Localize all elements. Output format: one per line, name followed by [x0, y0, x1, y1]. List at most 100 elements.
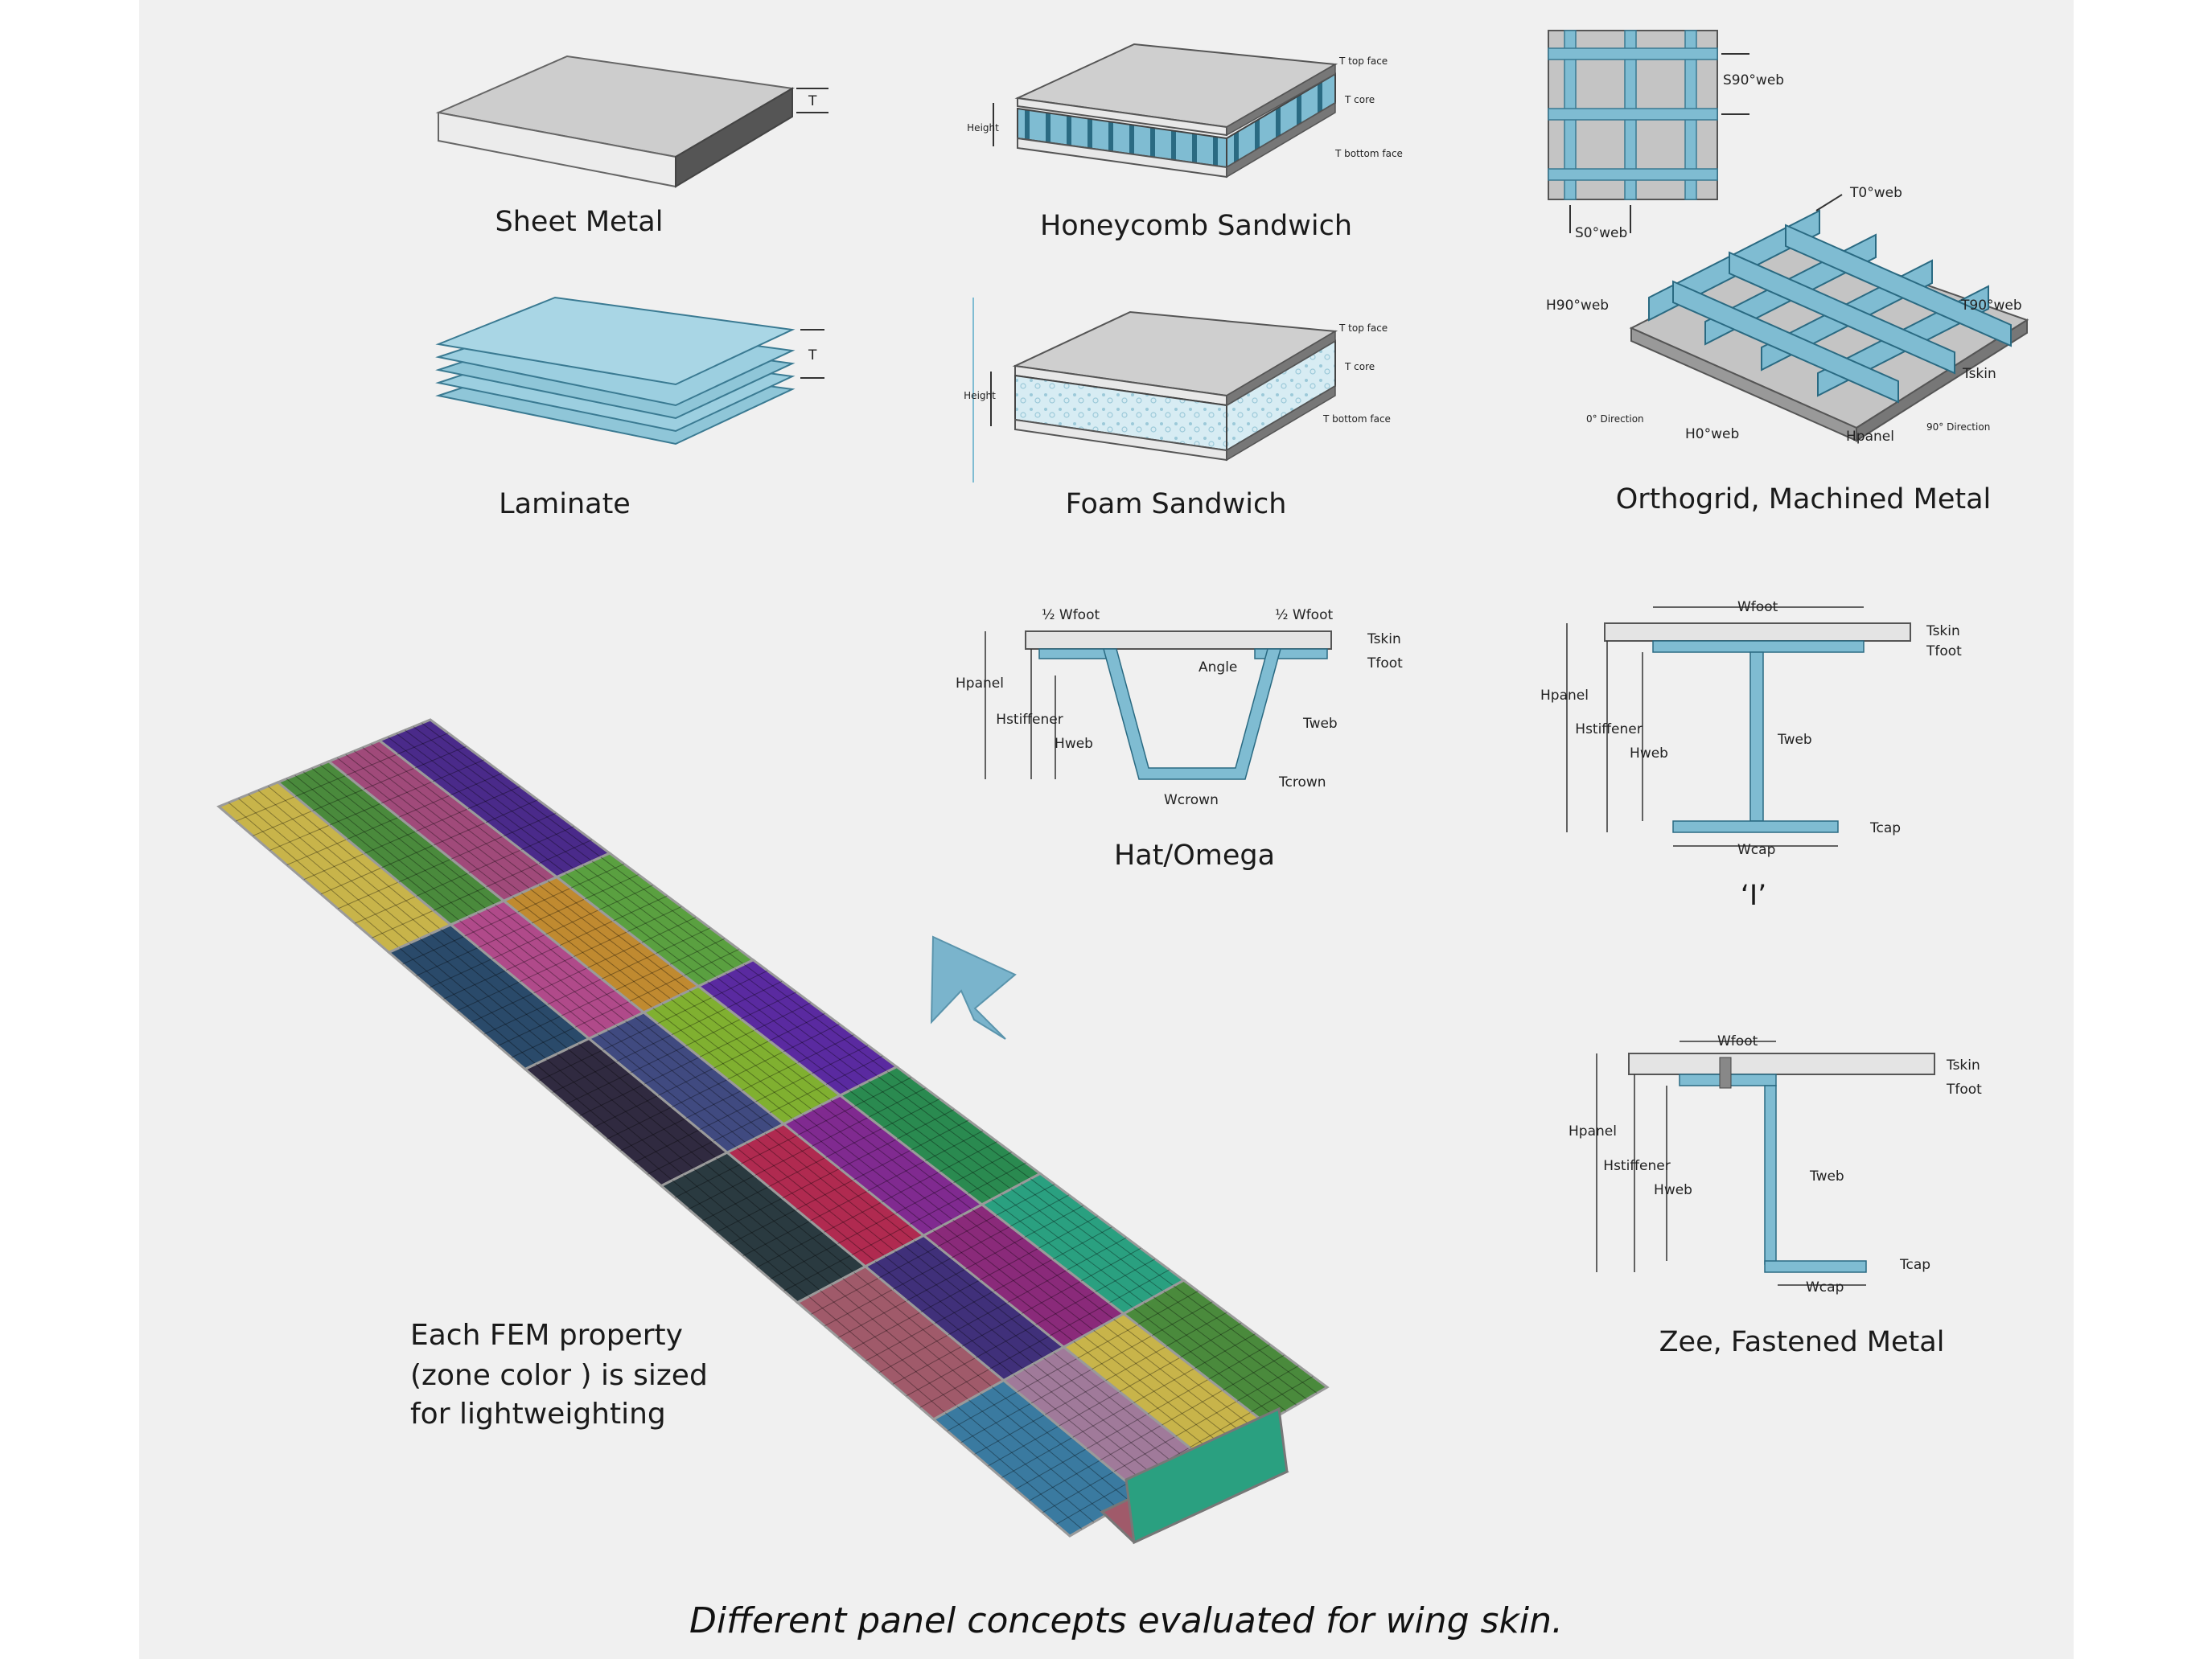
mesh-line — [409, 942, 547, 1060]
mesh-line — [674, 1163, 742, 1198]
mesh-line — [920, 1279, 981, 1312]
honeycomb-sandwich-label: Honeycomb Sandwich — [1040, 210, 1352, 242]
mesh-line — [726, 972, 869, 1082]
s90-web-label: S90°web — [1723, 72, 1784, 88]
mesh-line — [397, 733, 449, 755]
mesh-line — [413, 726, 593, 862]
mesh-line — [398, 795, 451, 818]
mesh-line — [701, 1186, 769, 1222]
hat-tfoot-label: Tfoot — [1367, 655, 1403, 671]
mesh-line — [1180, 1322, 1242, 1358]
mesh-line — [991, 1199, 1134, 1309]
mesh-line — [1021, 1280, 1082, 1314]
mesh-line — [712, 970, 768, 998]
fem-note-line-3: for lightweighting — [410, 1398, 666, 1431]
i-hstiffener-label: Hstiffener — [1575, 721, 1642, 737]
mesh-line — [820, 1104, 963, 1216]
mesh-line — [837, 1213, 896, 1244]
mesh-line — [842, 1278, 981, 1394]
foam-t-top-label: T top face — [1338, 322, 1388, 334]
mesh-line — [634, 1016, 775, 1129]
mesh-line — [972, 1209, 1114, 1320]
mesh-line — [552, 1061, 617, 1093]
mesh-line — [939, 1141, 997, 1172]
mesh-line — [371, 743, 549, 881]
mesh-line — [1163, 1291, 1307, 1400]
mesh-line — [736, 1147, 876, 1262]
mesh-line — [699, 1101, 756, 1131]
mesh-line — [1137, 1291, 1199, 1325]
mesh-line — [468, 849, 522, 874]
zee-hweb-label: Hweb — [1654, 1182, 1692, 1198]
mesh-line — [1052, 1226, 1112, 1260]
mesh-line — [769, 1012, 825, 1041]
mesh-line — [593, 1094, 659, 1128]
mesh-line — [1147, 1378, 1209, 1415]
dir90-label: 90° Direction — [1926, 421, 1990, 433]
mesh-line — [238, 798, 410, 944]
zee-label: Zee, Fastened Metal — [1659, 1326, 1945, 1358]
mesh-line — [419, 938, 557, 1054]
i-section-diagram: Wfoot Hpanel Hstiffener Hweb Tskin Tfoot… — [1540, 599, 1962, 912]
arrow-down-left-icon — [930, 935, 1017, 1040]
mesh-line — [680, 994, 822, 1106]
mesh-line — [754, 1145, 812, 1176]
mesh-line — [764, 1133, 905, 1246]
i-section-label: ‘I’ — [1741, 880, 1767, 912]
mesh-line — [503, 812, 557, 837]
mesh-line — [538, 839, 592, 864]
mesh-line — [1151, 1301, 1213, 1337]
mesh-line — [486, 908, 626, 1022]
mesh-line — [881, 1171, 940, 1203]
mesh-line — [669, 938, 725, 965]
mesh-line — [268, 786, 441, 930]
mesh-line — [329, 803, 382, 826]
mesh-line — [312, 789, 364, 811]
mesh-line — [746, 1142, 886, 1257]
mesh-line — [346, 754, 398, 776]
mesh-line — [459, 920, 598, 1035]
i-tfoot-label: Tfoot — [1926, 643, 1962, 659]
mesh-line — [565, 1072, 631, 1105]
mesh-line — [294, 774, 469, 918]
mesh-line — [809, 1190, 868, 1222]
mesh-line — [1042, 1471, 1115, 1513]
mesh-line — [253, 810, 313, 836]
mesh-line — [699, 1029, 756, 1057]
mesh-line — [485, 799, 538, 823]
mesh-line — [657, 1067, 714, 1096]
mesh-line — [976, 1324, 1036, 1358]
mesh-line — [886, 1071, 1031, 1180]
mesh-line — [269, 824, 331, 851]
mesh-line — [903, 1245, 1044, 1359]
mesh-line — [567, 1048, 706, 1164]
mesh-line — [824, 1201, 882, 1233]
i-hpanel-label: Hpanel — [1540, 688, 1589, 704]
honeycomb-height-label: Height — [967, 122, 999, 133]
i-hweb-label: Hweb — [1630, 745, 1668, 762]
mesh-line — [362, 747, 540, 885]
h90-web-label: H90°web — [1546, 298, 1609, 314]
mesh-line — [851, 1224, 911, 1256]
mesh-line — [414, 745, 467, 769]
mesh-line — [741, 1135, 798, 1164]
mesh-line — [337, 881, 400, 910]
mesh-line — [478, 922, 532, 948]
mesh-line — [1035, 1291, 1096, 1325]
zee-hpanel-label: Hpanel — [1569, 1123, 1617, 1140]
mesh-line — [416, 947, 479, 976]
mesh-line — [849, 1090, 993, 1200]
mesh-line — [1189, 1411, 1252, 1448]
mesh-line — [825, 1127, 883, 1158]
mesh-line — [689, 990, 832, 1101]
mesh-line — [802, 1114, 944, 1226]
mesh-line — [320, 867, 382, 895]
mesh-line — [919, 1368, 990, 1408]
mesh-line — [962, 1214, 1104, 1325]
mesh-line — [1133, 1308, 1277, 1418]
mesh-line — [812, 1109, 953, 1221]
mesh-line — [894, 1250, 1034, 1365]
mesh-line — [896, 1109, 955, 1140]
mesh-line — [867, 1160, 926, 1192]
mesh-line — [979, 1247, 1039, 1281]
